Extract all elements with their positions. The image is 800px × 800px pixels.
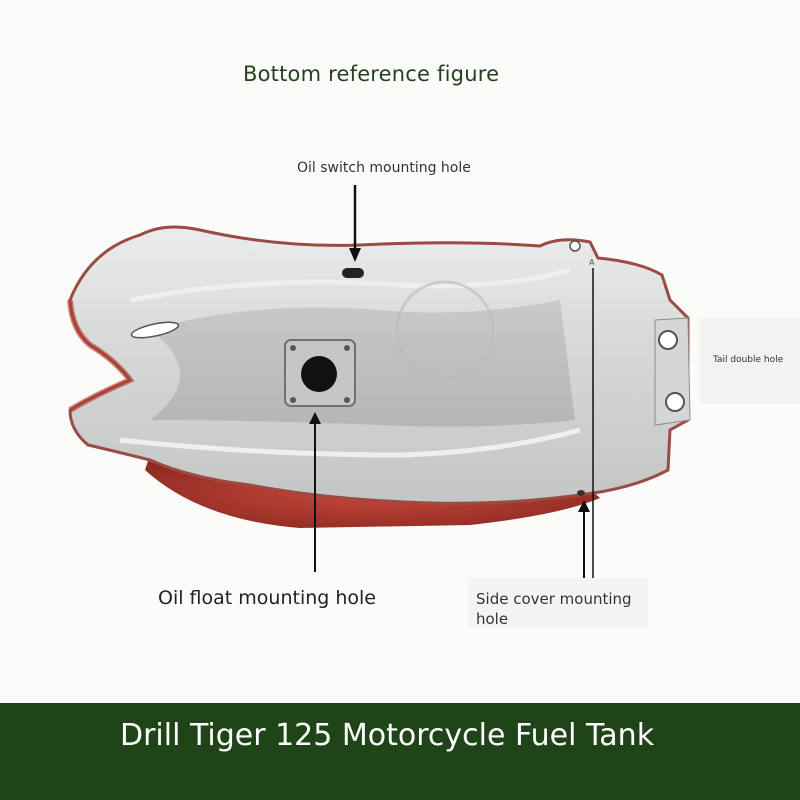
oil-switch-label: Oil switch mounting hole (297, 160, 471, 176)
tail-hole-2 (665, 392, 685, 412)
tank-rib-top (129, 267, 571, 303)
side-cover-hole (577, 490, 585, 496)
oil-switch-hole (342, 268, 364, 278)
left-slot (130, 321, 180, 339)
float-hole (301, 356, 337, 392)
watermark-seal (395, 280, 495, 380)
tail-hole-1 (658, 330, 678, 350)
product-title: Drill Tiger 125 Motorcycle Fuel Tank (120, 718, 655, 753)
tail-double-hole-label: Tail double hole (713, 355, 784, 365)
side-cover-label: Side cover mounting hole (476, 590, 632, 628)
marker-a-label: A (589, 258, 595, 267)
tank-left-edge-tint (67, 299, 135, 413)
side-label-bg (468, 578, 648, 628)
tail-label-bg (700, 318, 800, 403)
product-title-banner: Drill Tiger 125 Motorcycle Fuel Tank (0, 703, 800, 800)
oil-float-label: Oil float mounting hole (158, 587, 376, 609)
tank-rib-bottom (119, 427, 581, 458)
figure-title: Bottom reference figure (243, 62, 500, 86)
tank-channel (150, 300, 575, 427)
top-right-hole (569, 240, 581, 252)
